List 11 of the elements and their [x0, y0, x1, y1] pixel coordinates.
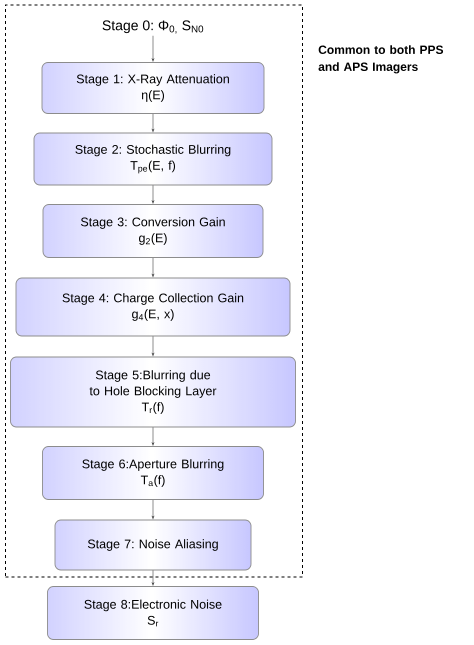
stage-box: Stage 8:Electronic Noise S$_{r}$ — [47, 586, 259, 640]
stage-box: Stage 2: Stochastic Blurring T$_{pe}$(E, f) — [34, 132, 272, 186]
stage-label: Stage 0: Φ$_{0,}$ S$_{N0}$ — [102, 20, 204, 34]
stage-box: Stage 7: Noise Aliasing — [54, 520, 252, 570]
stage-box: Stage 1: X-Ray Attenuation η(E) — [42, 62, 264, 114]
stage-box: Stage 3: Conversion Gain g$_{2}$(E) — [42, 204, 264, 258]
stage-box: Stage 4: Charge Collection Gain g$_{4}$(E, x) — [16, 278, 290, 336]
group-label: Common to both PPS and APS Imagers — [318, 45, 444, 74]
stage-box: Stage 5:Blurring due to Hole Blocking Layer T$_{r}$(f) — [10, 356, 296, 428]
group-box — [5, 4, 303, 578]
stage-box: Stage 6:Aperture Blurring T$_{a}$(f) — [42, 446, 264, 500]
